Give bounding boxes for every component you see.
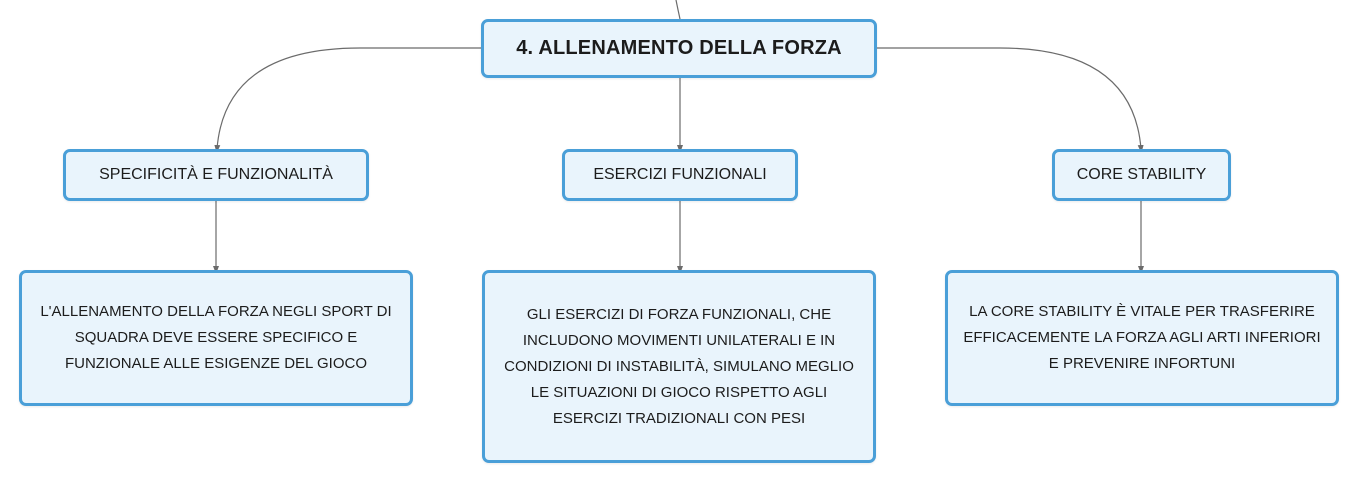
- topic-node-label: CORE STABILITY: [1076, 166, 1207, 183]
- connector-parent-to-root: [675, 0, 681, 20]
- detail-node-text: GLI ESERCIZI DI FORZA FUNZIONALI, CHE IN…: [504, 305, 854, 427]
- topic-node-label: SPECIFICITÀ E FUNZIONALITÀ: [99, 166, 333, 183]
- topic-node-esercizi-funzionali[interactable]: ESERCIZI FUNZIONALI: [562, 149, 798, 201]
- detail-node-esercizi-funzionali[interactable]: GLI ESERCIZI DI FORZA FUNZIONALI, CHE IN…: [482, 270, 876, 463]
- detail-node-text: L'ALLENAMENTO DELLA FORZA NEGLI SPORT DI…: [40, 303, 392, 372]
- topic-node-specificita[interactable]: SPECIFICITÀ E FUNZIONALITÀ: [63, 149, 369, 201]
- detail-node-text: LA CORE STABILITY È VITALE PER TRASFERIR…: [963, 303, 1321, 372]
- root-node-label: 4. ALLENAMENTO DELLA FORZA: [516, 37, 842, 59]
- connector-root-to-topic-1: [214, 47, 481, 153]
- detail-node-specificita[interactable]: L'ALLENAMENTO DELLA FORZA NEGLI SPORT DI…: [19, 270, 413, 406]
- connector-root-to-topic-3: [877, 47, 1144, 153]
- detail-node-core-stability[interactable]: LA CORE STABILITY È VITALE PER TRASFERIR…: [945, 270, 1339, 406]
- topic-node-label: ESERCIZI FUNZIONALI: [593, 166, 767, 183]
- root-node[interactable]: 4. ALLENAMENTO DELLA FORZA: [481, 19, 877, 78]
- topic-node-core-stability[interactable]: CORE STABILITY: [1052, 149, 1231, 201]
